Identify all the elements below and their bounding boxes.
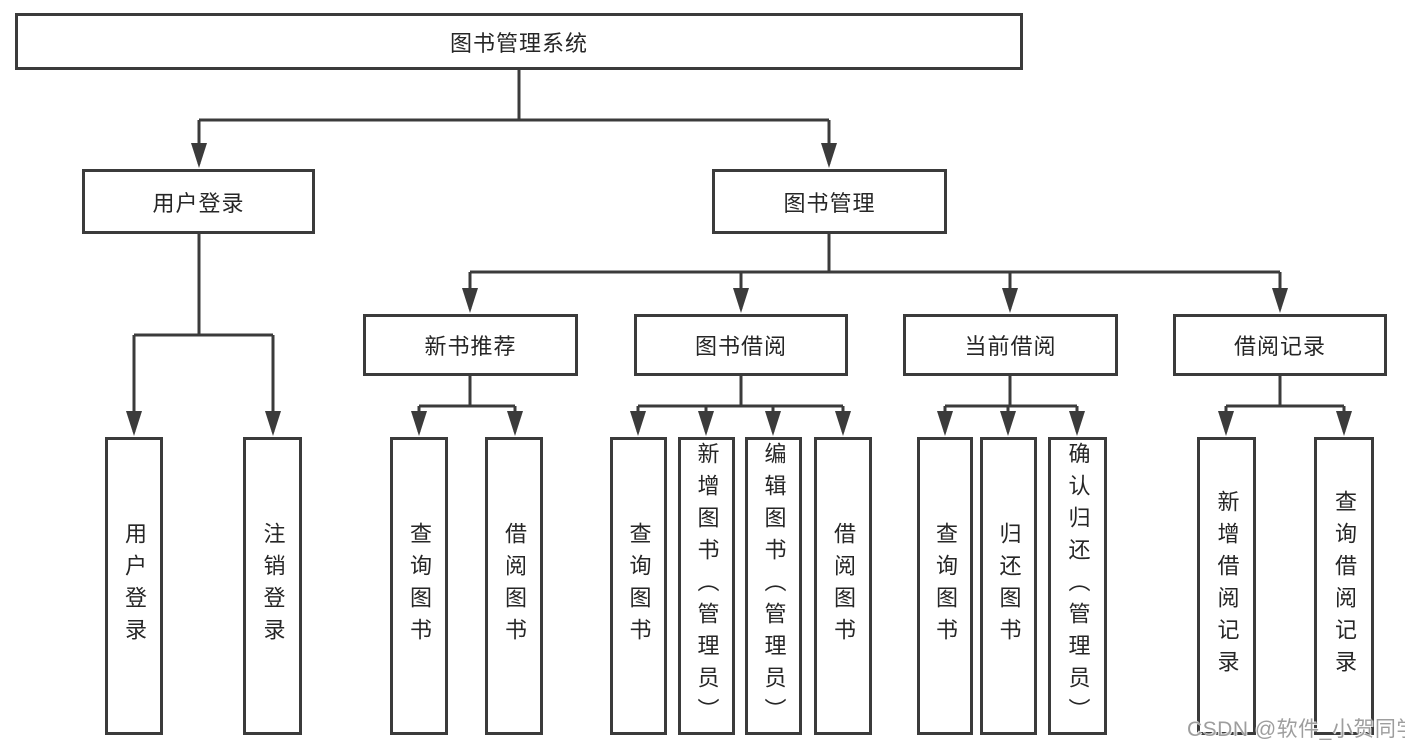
node-recommend-borrow-books: 借阅图书 <box>485 437 543 735</box>
node-label: 新增图书（管理员） <box>694 442 720 730</box>
node-book-management: 图书管理 <box>712 169 947 234</box>
node-query-borrow-record: 查询借阅记录 <box>1314 437 1374 735</box>
node-label: 用户登录 <box>122 522 147 650</box>
node-label: 借阅图书 <box>831 522 856 650</box>
node-confirm-return-admin: 确认归还（管理员） <box>1048 437 1107 735</box>
watermark: CSDN @软件_小贺同学 <box>1187 718 1405 741</box>
node-label: 归还图书 <box>996 522 1022 650</box>
node-label: 查询借阅记录 <box>1332 490 1357 682</box>
node-label: 图书借阅 <box>694 334 787 359</box>
node-label: 新书推荐 <box>424 334 517 359</box>
node-label: 查询图书 <box>407 522 432 650</box>
node-label: 新增借阅记录 <box>1214 490 1240 682</box>
node-label: 借阅记录 <box>1233 334 1326 359</box>
node-user-login: 用户登录 <box>82 169 315 234</box>
node-borrowing-borrow-books: 借阅图书 <box>814 437 872 735</box>
node-edit-books-admin: 编辑图书（管理员） <box>745 437 802 735</box>
node-label: 查询图书 <box>933 522 958 650</box>
node-label: 用户登录 <box>152 190 245 216</box>
node-borrowing-query-books: 查询图书 <box>610 437 667 735</box>
node-new-book-recommendation: 新书推荐 <box>363 314 578 376</box>
node-library-management-system: 图书管理系统 <box>15 13 1023 70</box>
node-add-borrow-record: 新增借阅记录 <box>1197 437 1256 735</box>
node-logout-action: 注销登录 <box>243 437 302 735</box>
node-borrowing-records: 借阅记录 <box>1173 314 1387 376</box>
node-current-query-books: 查询图书 <box>917 437 973 735</box>
node-label: 查询图书 <box>626 522 652 650</box>
node-label: 注销登录 <box>260 522 286 650</box>
node-recommend-query-books: 查询图书 <box>390 437 448 735</box>
node-label: 编辑图书（管理员） <box>761 442 787 730</box>
node-current-borrowing: 当前借阅 <box>903 314 1118 376</box>
node-book-borrowing: 图书借阅 <box>634 314 848 376</box>
node-label: 借阅图书 <box>502 522 527 650</box>
node-label: 当前借阅 <box>964 334 1057 359</box>
node-user-login-action: 用户登录 <box>105 437 163 735</box>
node-label: 图书管理系统 <box>449 30 588 56</box>
node-add-books-admin: 新增图书（管理员） <box>678 437 735 735</box>
node-return-books: 归还图书 <box>980 437 1037 735</box>
node-label: 图书管理 <box>783 190 876 216</box>
node-label: 确认归还（管理员） <box>1065 442 1091 730</box>
